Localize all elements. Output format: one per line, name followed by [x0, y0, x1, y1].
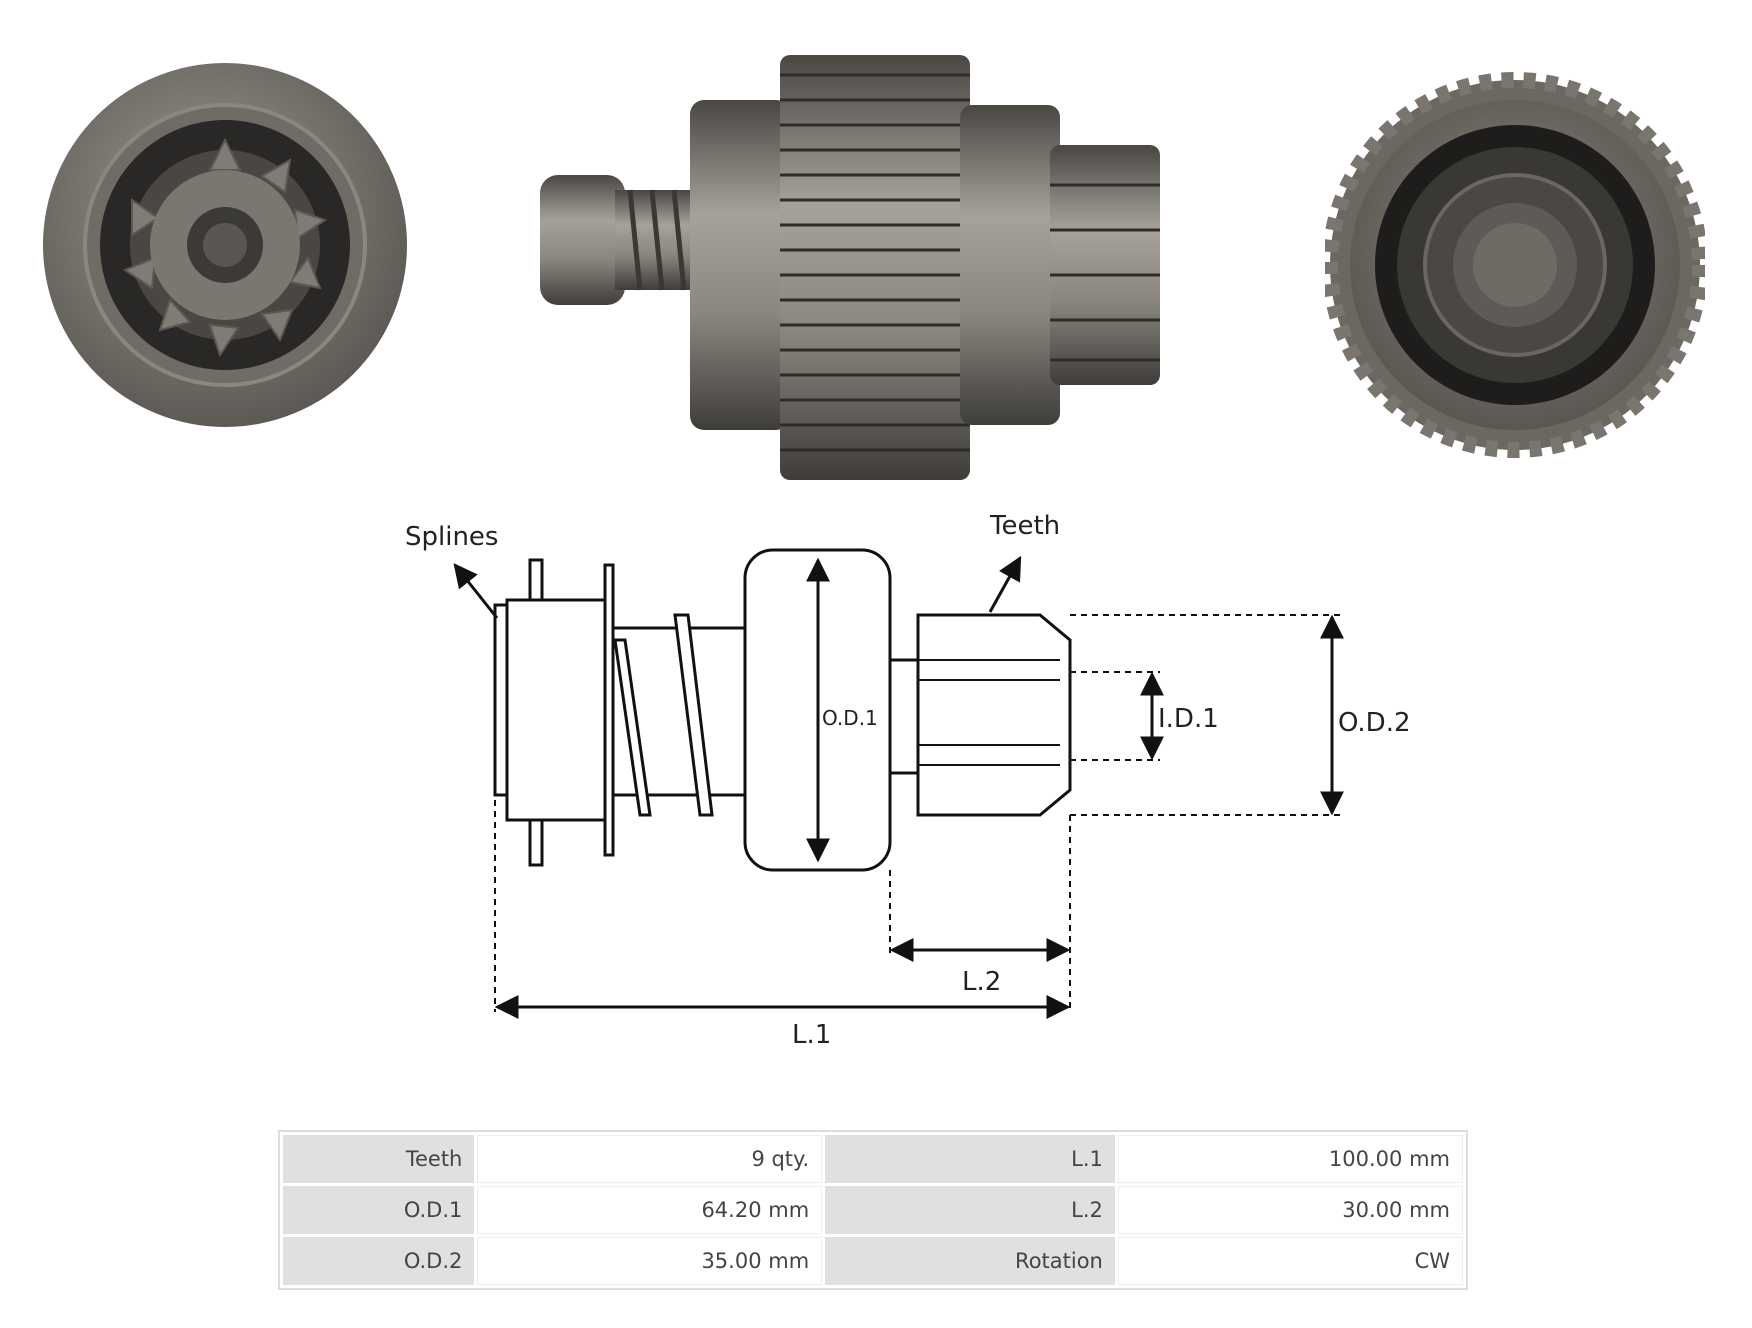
teeth-label: Teeth: [989, 511, 1060, 541]
table-row: Teeth 9 qty. L.1 100.00 mm: [283, 1135, 1463, 1183]
spec-value: 100.00 mm: [1117, 1135, 1463, 1183]
side-view-photo: [540, 55, 1160, 480]
spring-coils-shape: [613, 613, 714, 817]
spec-key: O.D.1: [283, 1186, 475, 1234]
thin-flange-shape: [603, 563, 615, 857]
spline-end-shape: [493, 603, 509, 797]
front-view-photo: [43, 63, 407, 427]
splines-leader: [453, 563, 499, 619]
spec-value: 9 qty.: [477, 1135, 823, 1183]
spec-value: CW: [1117, 1237, 1463, 1285]
l1-label: L.1: [792, 1020, 831, 1050]
id1-label: I.D.1: [1158, 704, 1219, 734]
teeth-leader: [988, 555, 1022, 613]
spec-key: O.D.2: [283, 1237, 475, 1285]
pinion-shape: [916, 613, 1072, 817]
table-row: O.D.1 64.20 mm L.2 30.00 mm: [283, 1186, 1463, 1234]
spec-value: 64.20 mm: [477, 1186, 823, 1234]
splines-label: Splines: [405, 522, 498, 552]
spec-key: L.2: [825, 1186, 1115, 1234]
back-view-photo: [1325, 72, 1705, 458]
spec-value: 35.00 mm: [477, 1237, 823, 1285]
spec-key: Rotation: [825, 1237, 1115, 1285]
table-row: O.D.2 35.00 mm Rotation CW: [283, 1237, 1463, 1285]
l2-label: L.2: [962, 967, 1001, 997]
collar-shape: [505, 598, 609, 822]
od2-label: O.D.2: [1338, 708, 1411, 738]
spec-key: Teeth: [283, 1135, 475, 1183]
od1-label: O.D.1: [822, 706, 878, 730]
spec-value: 30.00 mm: [1117, 1186, 1463, 1234]
spec-key: L.1: [825, 1135, 1115, 1183]
spec-table: Teeth 9 qty. L.1 100.00 mm O.D.1 64.20 m…: [278, 1130, 1468, 1290]
dimension-diagram: Splines Teeth O.D.1 I.D.1 O.D.2 L.2 L.1: [405, 511, 1411, 1050]
